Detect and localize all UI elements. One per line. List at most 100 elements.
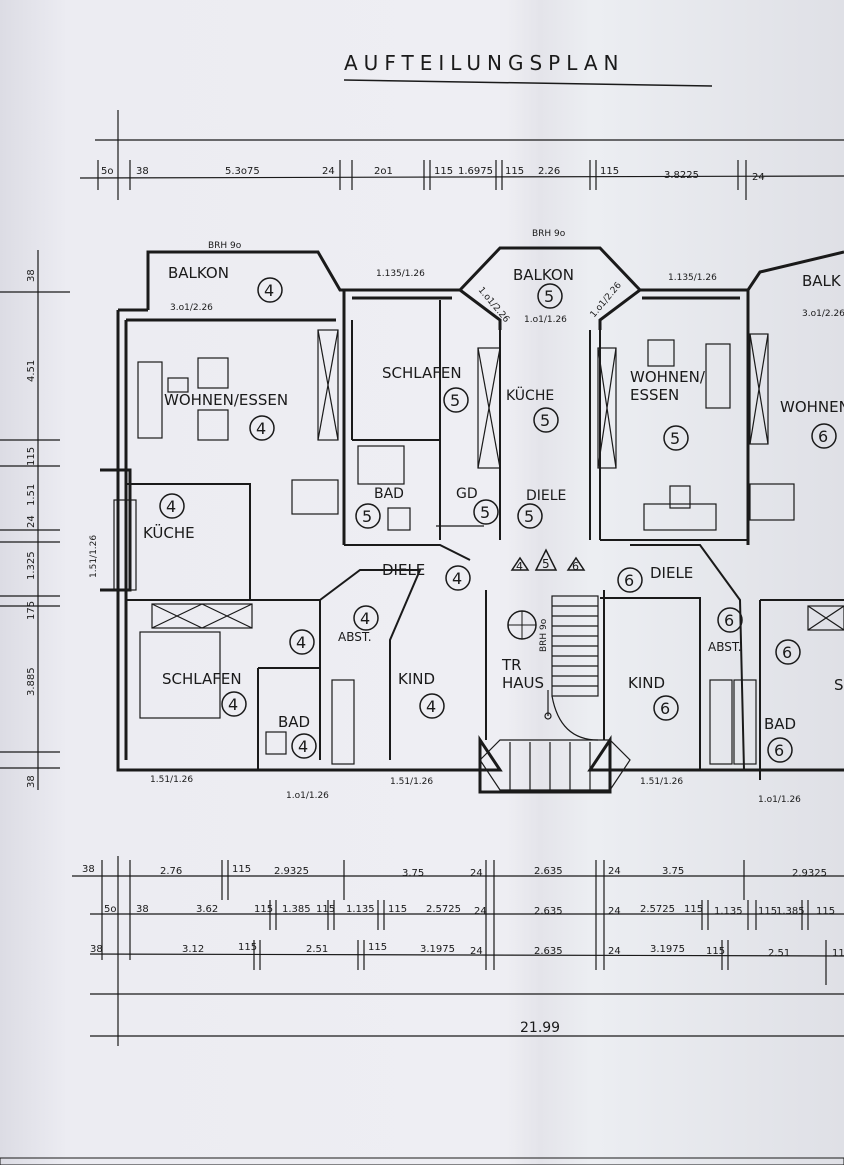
unit-6-marker: 6	[660, 699, 670, 718]
unit-4-marker: 4	[296, 633, 306, 652]
bottom-dim: 3.1975	[420, 944, 455, 955]
room-label-abst-6: ABST.	[708, 640, 742, 654]
interior-walls	[126, 300, 844, 780]
window-label: 3.o1/2.26	[170, 303, 213, 313]
room-label-schlafen-4: SCHLAFEN	[162, 670, 242, 688]
bottom-dim: 2.51	[768, 948, 790, 959]
left-dim: 38	[26, 775, 37, 788]
unit-4-marker: 4	[426, 697, 436, 716]
unit-5-marker: 5	[362, 507, 372, 526]
room-label-diele-5: DIELE	[526, 488, 566, 504]
bottom-dim: 24	[608, 906, 621, 917]
top-dimension-chain	[79, 110, 844, 200]
unit-6-marker: 6	[624, 571, 634, 590]
left-dimension-chain	[0, 250, 70, 790]
room-label-gd-5: GD	[456, 486, 478, 502]
room-label-kind-6: KIND	[628, 674, 665, 692]
window-label: 3.o1/2.26	[802, 309, 844, 319]
bottom-edge-strip	[0, 1157, 844, 1165]
left-dim: 175	[26, 601, 37, 620]
bottom-dim: 115	[758, 906, 777, 917]
room-label-kueche-5: KÜCHE	[506, 386, 554, 404]
window-label: 1.135/1.26	[376, 269, 425, 279]
unit-5-marker: 5	[540, 411, 550, 430]
unit-5-marker: 5	[670, 429, 680, 448]
unit-6-marker: 6	[724, 611, 734, 630]
room-label-bad-5: BAD	[374, 486, 404, 502]
bottom-dim: 1.385	[776, 906, 805, 917]
bottom-dim: 11	[832, 948, 844, 959]
furniture	[113, 329, 844, 765]
left-dim: 4.51	[26, 360, 37, 382]
window-label: 1.o1/1.26	[286, 791, 329, 801]
room-label-kueche-4: KÜCHE	[143, 523, 195, 542]
room-label-balkon-5: BALKON	[513, 266, 574, 284]
unit-4-marker: 4	[452, 569, 462, 588]
unit-5-marker: 5	[544, 287, 554, 306]
unit-4-marker: 4	[256, 419, 266, 438]
unit-6-marker: 6	[818, 427, 828, 446]
room-label-treppenhaus: TR	[501, 656, 522, 674]
room-label-schlafen-5: SCHLAFEN	[382, 364, 462, 382]
bottom-dim: 24	[474, 906, 487, 917]
room-label-balkon-4: BALKON	[168, 264, 229, 282]
bottom-dim: 2.5725	[426, 904, 461, 915]
room-label-wohnen-6: WOHNEN	[780, 398, 844, 416]
bottom-dim: 2.51	[306, 944, 328, 955]
unit-6-marker: 6	[774, 741, 784, 760]
bottom-dim: 2.635	[534, 946, 563, 957]
window-label: 1.51/1.26	[89, 535, 99, 578]
room-label-diele-6: DIELE	[650, 564, 693, 582]
bottom-dim: 1.135	[346, 904, 375, 915]
bottom-dim: 24	[608, 866, 621, 877]
brh-label: BRH 9o	[208, 241, 242, 251]
bottom-dim: 2.76	[160, 866, 182, 877]
electric-meter-symbol	[507, 610, 537, 640]
unit-numbers: 4 4 4 4 4 4 4 4 4 4 5 5 5 5 5 5 5 5 6 6 …	[166, 281, 828, 760]
bottom-dim: 115	[232, 864, 251, 875]
unit-5-marker: 5	[542, 557, 550, 571]
bottom-dim: 3.12	[182, 944, 204, 955]
left-dim: 1.51	[26, 484, 37, 506]
top-dim: 115	[600, 166, 619, 177]
bottom-dim: 24	[608, 946, 621, 957]
room-label-schlafen-6: S	[834, 676, 844, 694]
unit-6-marker: 6	[782, 643, 792, 662]
room-label-treppenhaus: HAUS	[502, 674, 544, 692]
bottom-dim: 38	[136, 904, 149, 915]
unit-markers	[159, 277, 837, 763]
bottom-dim: 115	[388, 904, 407, 915]
unit-5-marker: 5	[450, 391, 460, 410]
bottom-dim: 2.635	[534, 906, 563, 917]
bottom-dim: 115	[254, 904, 273, 915]
top-dim: 5o	[101, 166, 113, 177]
window-label: 1.51/1.26	[150, 775, 193, 785]
room-label-balkon-6: BALK	[802, 272, 842, 290]
bottom-dim: 3.1975	[650, 944, 685, 955]
bottom-dim: 38	[82, 864, 95, 875]
top-dim: 115	[505, 166, 524, 177]
brh-label: BRH 9o	[532, 229, 566, 239]
unit-4-marker: 4	[516, 560, 523, 573]
total-width-dimension: 21.99	[520, 1020, 560, 1036]
room-label-wohnen-5: WOHNEN/	[630, 368, 706, 386]
top-dim: 2o1	[374, 166, 393, 177]
window-label: 1.51/1.26	[640, 777, 683, 787]
plan-title: AUFTEILUNGSPLAN	[344, 51, 624, 75]
bottom-dim: 115	[816, 906, 835, 917]
top-dim: 24	[322, 166, 335, 177]
bottom-dim: 115	[316, 904, 335, 915]
unit-4-marker: 4	[264, 281, 274, 300]
unit-4-marker: 4	[166, 497, 176, 516]
window-label: 1.o1/1.26	[524, 315, 567, 325]
bottom-dim: 24	[470, 868, 483, 879]
left-dim: 3.885	[26, 667, 37, 696]
unit-4-marker: 4	[360, 609, 370, 628]
left-dim: 1.325	[26, 551, 37, 580]
top-dim: 115	[434, 166, 453, 177]
bottom-dim: 24	[470, 946, 483, 957]
room-label-abst-4: ABST.	[338, 630, 372, 644]
bottom-dim: 115	[706, 946, 725, 957]
unit-5-marker: 5	[480, 503, 490, 522]
